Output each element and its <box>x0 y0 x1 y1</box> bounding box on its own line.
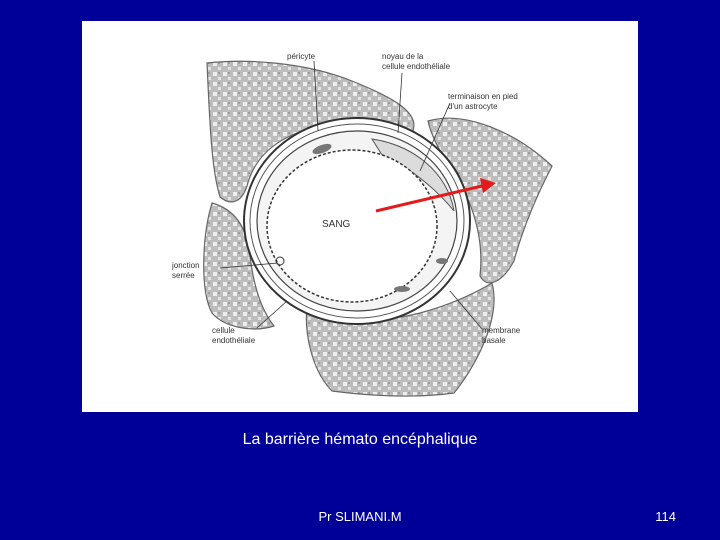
label-jonction-2: serrée <box>172 271 195 280</box>
red-arrow-head <box>480 178 496 193</box>
label-terminaison-1: terminaison en pied <box>448 92 518 101</box>
label-terminaison-2: d'un astrocyte <box>448 102 498 111</box>
label-noyau-2: cellule endothéliale <box>382 62 451 71</box>
label-sang: SANG <box>322 219 351 230</box>
diagram-figure: péricyte noyau de la cellule endothélial… <box>82 21 638 412</box>
label-cellule-2: endothéliale <box>212 336 256 345</box>
label-membrane-1: membrane <box>482 326 521 335</box>
slide-caption: La barrière hémato encéphalique <box>242 431 478 448</box>
footer-author: Pr SLIMANI.M <box>318 509 402 524</box>
label-jonction-1: jonction <box>171 261 200 270</box>
tight-junction-marker <box>275 256 285 266</box>
astrocyte-foot-bottom <box>305 282 495 397</box>
slide-number: 114 <box>655 509 676 524</box>
red-arrow <box>375 184 483 213</box>
label-pericyte: péricyte <box>287 52 316 61</box>
blood-lumen <box>266 149 438 303</box>
bbb-diagram: péricyte noyau de la cellule endothélial… <box>171 52 553 397</box>
label-cellule-1: cellule <box>212 326 235 335</box>
label-noyau-1: noyau de la <box>382 52 424 61</box>
label-membrane-2: basale <box>482 336 506 345</box>
